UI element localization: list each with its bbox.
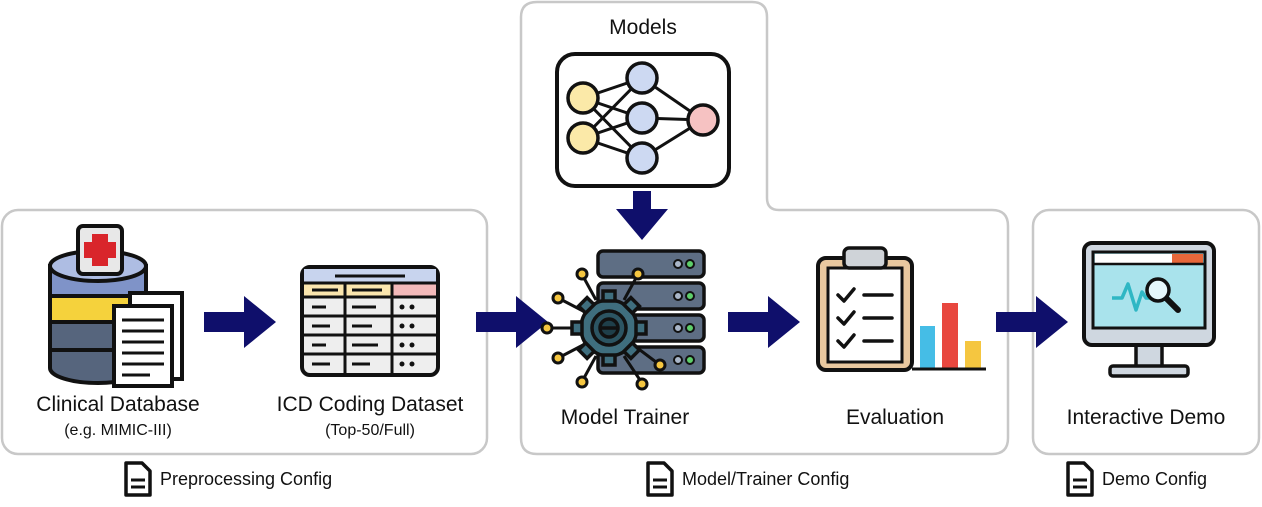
preprocessing-config-label: Preprocessing Config bbox=[160, 469, 333, 489]
model-trainer-group bbox=[519, 0, 1010, 456]
down-arrow bbox=[616, 191, 668, 240]
model-trainer-config-label: Model/Trainer Config bbox=[682, 469, 850, 489]
icd-dataset-title: ICD Coding Dataset bbox=[276, 393, 464, 416]
neural-network-icon bbox=[555, 52, 731, 188]
config-file-icon bbox=[1066, 461, 1094, 497]
icd-dataset-subtitle: (Top-50/Full) bbox=[325, 422, 415, 439]
model-trainer-config: Model/Trainer Config bbox=[682, 469, 849, 490]
config-file-icon bbox=[646, 461, 674, 497]
server-gear-icon bbox=[540, 249, 706, 391]
monitor-magnifier-icon bbox=[1082, 241, 1216, 378]
clipboard-checklist-icon bbox=[816, 246, 914, 372]
bar-chart-icon bbox=[912, 303, 986, 371]
flow-arrow-3 bbox=[728, 296, 800, 348]
models-title: Models bbox=[609, 16, 677, 39]
evaluation-title: Evaluation bbox=[845, 406, 945, 429]
flow-arrow-1 bbox=[204, 296, 276, 348]
clinical-database-subtitle: (e.g. MIMIC-III) bbox=[64, 422, 172, 439]
interactive-demo-title: Interactive Demo bbox=[1066, 406, 1226, 429]
config-file-icon bbox=[124, 461, 152, 497]
spreadsheet-icon bbox=[300, 265, 440, 377]
preprocessing-config: Preprocessing Config bbox=[160, 469, 332, 490]
demo-config-label: Demo Config bbox=[1102, 469, 1208, 489]
model-trainer-title: Model Trainer bbox=[560, 406, 690, 429]
clinical-database-title: Clinical Database bbox=[36, 393, 200, 416]
document-icon bbox=[112, 291, 184, 388]
demo-config: Demo Config bbox=[1102, 469, 1207, 490]
